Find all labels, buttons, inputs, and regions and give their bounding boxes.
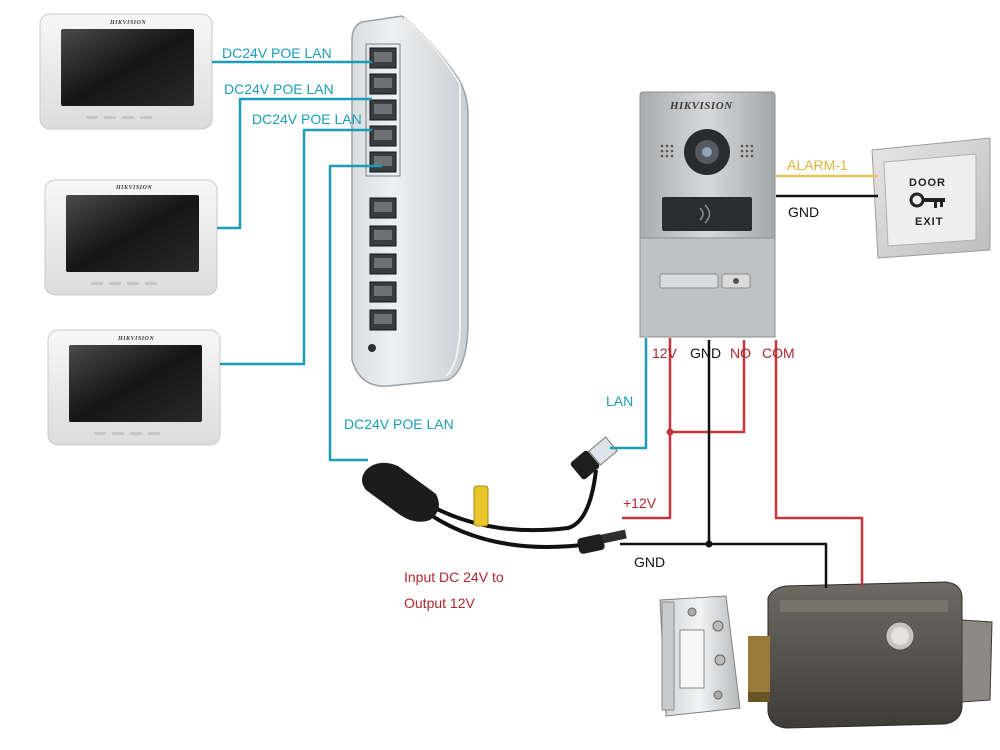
label-lan: LAN: [606, 393, 634, 409]
label-poe-lan-splitter: DC24V POE LAN: [344, 416, 454, 432]
converter-label-line1: Input DC 24V to: [404, 569, 504, 585]
monitor-1-brand: HIKVISION: [110, 20, 147, 26]
terminal-no: NO: [730, 345, 751, 361]
poe-switch: [351, 15, 469, 387]
label-poe-lan-3: DC24V POE LAN: [252, 111, 362, 127]
exit-button-label-exit: EXIT: [915, 216, 944, 228]
terminal-12v: 12V: [652, 345, 677, 361]
poe-wires: [212, 60, 648, 462]
poe-wire-splitter: [328, 164, 382, 462]
door-exit-button: [871, 137, 991, 259]
monitor-2-brand: HIKVISION: [116, 185, 153, 191]
label-poe-lan-2: DC24V POE LAN: [224, 81, 334, 97]
label-poe-lan-1: DC24V POE LAN: [222, 45, 332, 61]
terminal-gnd: GND: [690, 345, 722, 361]
key-icon: [909, 192, 945, 208]
junction-gnd: [705, 540, 713, 548]
poe-splitter-cable: [362, 436, 627, 554]
lock-strike-plate: [659, 595, 741, 717]
lan-wire-door-station: [610, 338, 648, 450]
wire-12v-out: [622, 432, 672, 520]
monitor-3-brand: HIKVISION: [118, 336, 155, 342]
power-wires: [622, 338, 864, 586]
wire-com-terminal: [774, 340, 864, 586]
door-station-brand: HIKVISION: [670, 100, 733, 112]
indoor-monitor-3: [47, 329, 221, 446]
electric-lock: [748, 581, 993, 729]
terminal-com: COM: [762, 345, 795, 361]
poe-wire-monitor-2: [217, 97, 372, 230]
wire-gnd-lock: [620, 542, 828, 588]
indoor-monitor-2: [44, 179, 218, 296]
exit-button-label-door: DOOR: [909, 177, 946, 189]
indoor-monitor-1: [39, 13, 213, 130]
label-alarm-1: ALARM-1: [787, 157, 848, 173]
label-gnd-lock: GND: [634, 554, 666, 570]
junction-12v: [666, 428, 674, 436]
ground-wires: [620, 194, 878, 588]
label-gnd-exit: GND: [788, 204, 820, 220]
converter-label-line2: Output 12V: [404, 595, 475, 611]
poe-wire-monitor-3: [220, 128, 372, 366]
label-plus-12v: +12V: [623, 495, 657, 511]
wire-no-terminal: [670, 340, 746, 434]
door-station: [639, 91, 776, 338]
